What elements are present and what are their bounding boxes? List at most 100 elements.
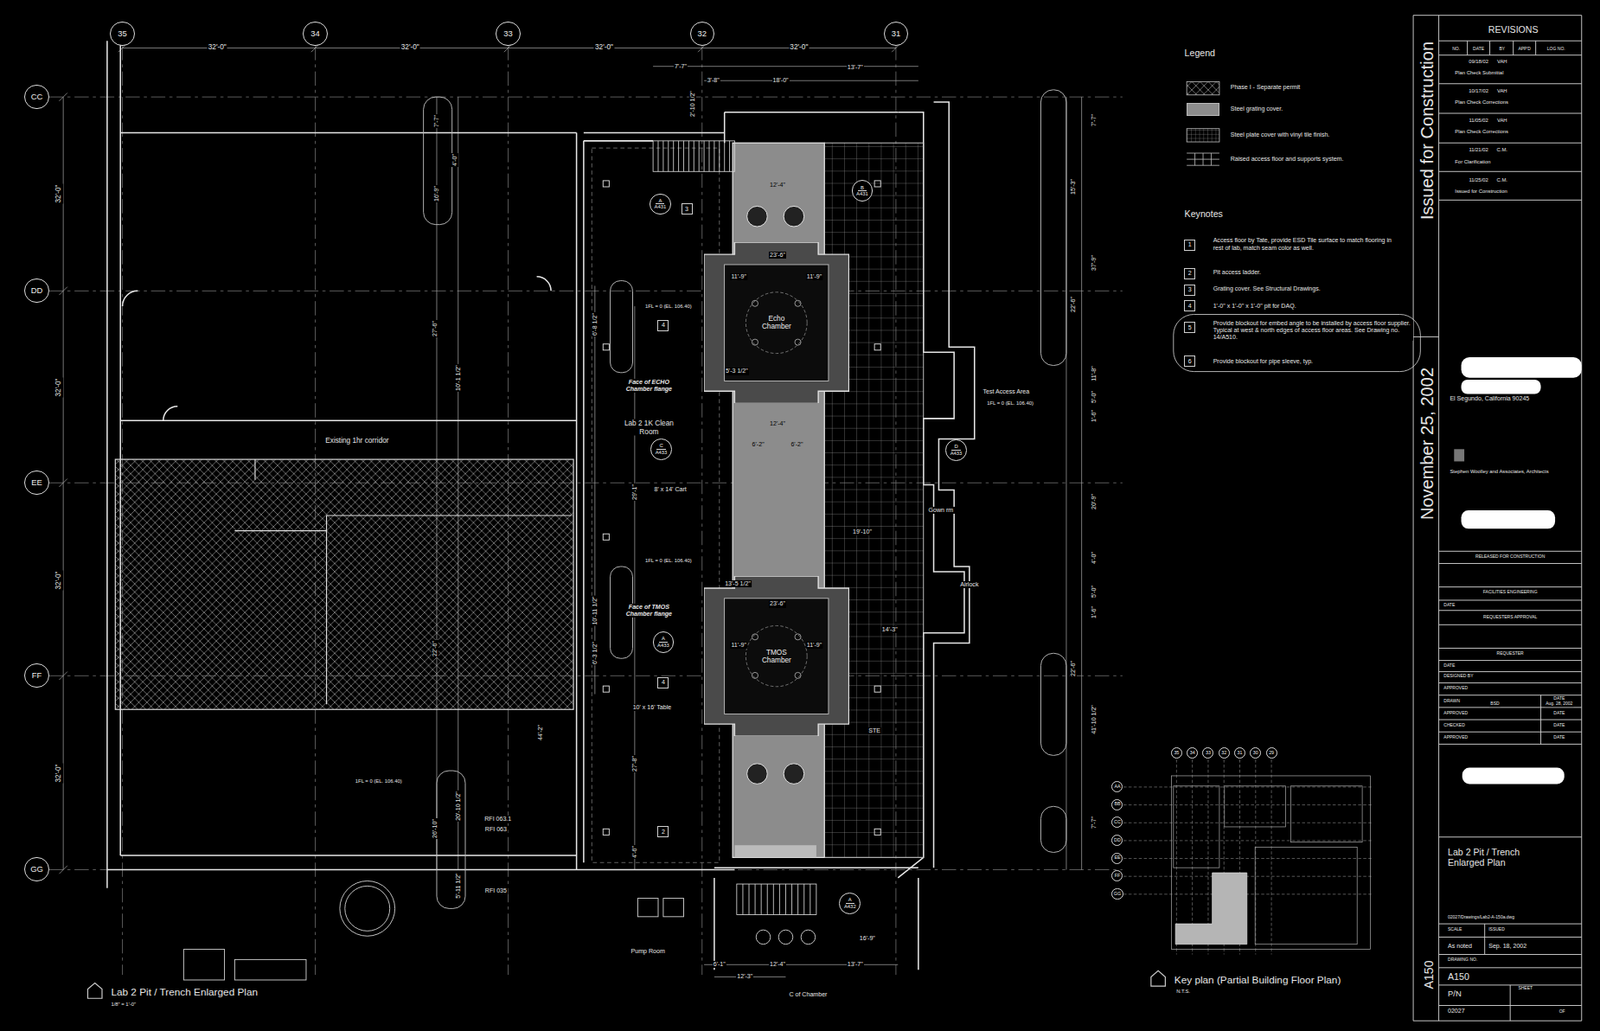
plan-label: 12'-3": [736, 972, 754, 980]
plan-label: Issued for Construction: [1453, 188, 1508, 195]
plan-label: Provide blockout for embed angle to be i…: [1212, 320, 1414, 341]
node-label: EE: [1113, 855, 1120, 861]
plan-linework: [1173, 314, 1421, 372]
node-label: AA: [1113, 784, 1120, 790]
node-label: 31: [1237, 750, 1243, 756]
plan-label: BY: [1497, 46, 1506, 52]
legend-swatch: [1186, 102, 1220, 116]
plan-label: 27'-6": [431, 320, 439, 338]
plan-label: OF: [1558, 1009, 1567, 1015]
plan-label: SCALE: [1446, 927, 1463, 933]
node-label: GG: [30, 864, 44, 874]
plan-linework: [1413, 15, 1582, 1021]
plan-label: 1FL = 0 (EL. 106.40): [354, 777, 404, 784]
plan-label: Access floor by Tate, provide ESD Tile s…: [1212, 236, 1398, 251]
plan-label: Sep. 18, 2002: [1487, 941, 1528, 949]
plan-linework: [755, 929, 771, 945]
plan-label: APPROVED: [1442, 735, 1469, 741]
plan-label: C.M.: [1496, 176, 1509, 183]
plan-label: 1'-6": [1090, 409, 1098, 423]
node-label: D: [951, 443, 960, 450]
plan-label: 32'-0": [55, 763, 64, 784]
keynote-tag: 4: [1184, 300, 1196, 312]
plan-linework: [591, 147, 719, 863]
plan-linework: [714, 867, 919, 970]
plan-linework: [658, 140, 730, 172]
node-label: 31: [891, 29, 901, 39]
grid-bubble: 32: [1218, 747, 1230, 759]
plan-label: Legend: [1184, 47, 1216, 58]
plan-label: 13'-7": [846, 960, 864, 968]
plan-linework: [602, 344, 609, 351]
plan-linework: [602, 685, 609, 692]
plan-label: 10'-1 1/2": [454, 364, 462, 392]
plan-label: 14'-3": [881, 626, 899, 634]
plan-linework: [122, 276, 552, 421]
plan-label: Plan Check Submittal: [1453, 70, 1504, 77]
legend-samples: [1186, 81, 1220, 166]
plan-label: 02027/Drawings/Lab2-A-150a.dwg: [1446, 915, 1516, 921]
node-label: A432: [844, 903, 857, 909]
plan-linework: [1123, 759, 1373, 954]
plan-linework: [747, 205, 768, 227]
plan-label: REQUESTERS APPROVAL: [1482, 614, 1538, 621]
plan-label: FACILITIES ENGINEERING: [1482, 590, 1539, 596]
plan-label: 32'-0": [55, 570, 64, 591]
plan-label: 16'-9": [858, 934, 877, 942]
plan-linework: [234, 959, 307, 980]
dimension-lines: [58, 44, 1082, 978]
plan-label: Plan Check Corrections: [1453, 129, 1510, 136]
grid-bubble: 32: [690, 21, 715, 46]
plan-label: APP'D: [1516, 46, 1532, 52]
plan-linework: [874, 828, 881, 835]
node-label: C: [656, 442, 666, 449]
node-label: CC: [1113, 819, 1121, 826]
plan-linework: [824, 142, 923, 858]
grid-bubble: EE: [24, 470, 49, 495]
plan-linework: [874, 685, 881, 692]
grid-bubble: DD: [24, 278, 49, 303]
plan-label: 1FL = 0 (EL. 106.40): [985, 400, 1035, 407]
node-outline: [745, 625, 807, 686]
plan-label: Stephen Woolley and Associates, Architec…: [1448, 469, 1549, 476]
plan-label: 22'-6": [431, 640, 439, 658]
keynote-tag: 4: [657, 320, 669, 332]
plan-linework: [339, 881, 396, 937]
plan-label: VAH: [1496, 57, 1509, 64]
node-label: 32: [1221, 750, 1227, 756]
plan-label: 09/18/02: [1467, 57, 1490, 64]
node-label: 34: [310, 29, 320, 39]
grid-bubble: GG: [24, 857, 49, 882]
grid-bubble: 31: [883, 21, 909, 46]
plan-linework: [1461, 357, 1582, 378]
plan-label: For Clarification: [1453, 159, 1492, 166]
plan-label: 1FL = 0 (EL. 106.40): [644, 303, 693, 310]
plan-label: 2'-10 1/2": [689, 89, 697, 118]
node-label: 34: [1190, 750, 1196, 756]
plan-label: 22'-6": [1069, 295, 1077, 314]
node-label: CC: [31, 92, 44, 102]
plan-label: 5'-3 1/2": [724, 367, 749, 375]
plan-linework: [734, 844, 816, 858]
section-marker: AA432: [838, 892, 861, 915]
plan-label: 10'-11 1/2": [591, 595, 599, 626]
plan-linework: [783, 763, 805, 785]
plan-linework: [436, 770, 466, 909]
plan-label: Face of ECHO Chamber flange: [618, 378, 679, 393]
legend-text: Steel plate cover with vinyl tile finish…: [1229, 130, 1332, 138]
grid-bubble: FF: [24, 663, 49, 688]
plan-label: VAH: [1496, 88, 1509, 95]
plan-label: 13'-5 1/2": [723, 580, 752, 588]
plan-linework: [234, 459, 571, 704]
plan-linework: [1462, 768, 1565, 785]
plan-label: 10' x 16' Table: [628, 704, 676, 711]
plan-label: 5'-0": [1090, 390, 1098, 404]
revision-clouds: [423, 89, 1421, 909]
plan-label: REQUESTER: [1496, 651, 1525, 657]
keynote-tag: 2: [1184, 268, 1196, 280]
plan-label: DATE: [1552, 735, 1566, 741]
node-label: 5: [1188, 324, 1192, 332]
plan-label: 26'-10": [431, 818, 439, 839]
walls: [107, 40, 975, 970]
section-marker: CA433: [650, 438, 672, 461]
